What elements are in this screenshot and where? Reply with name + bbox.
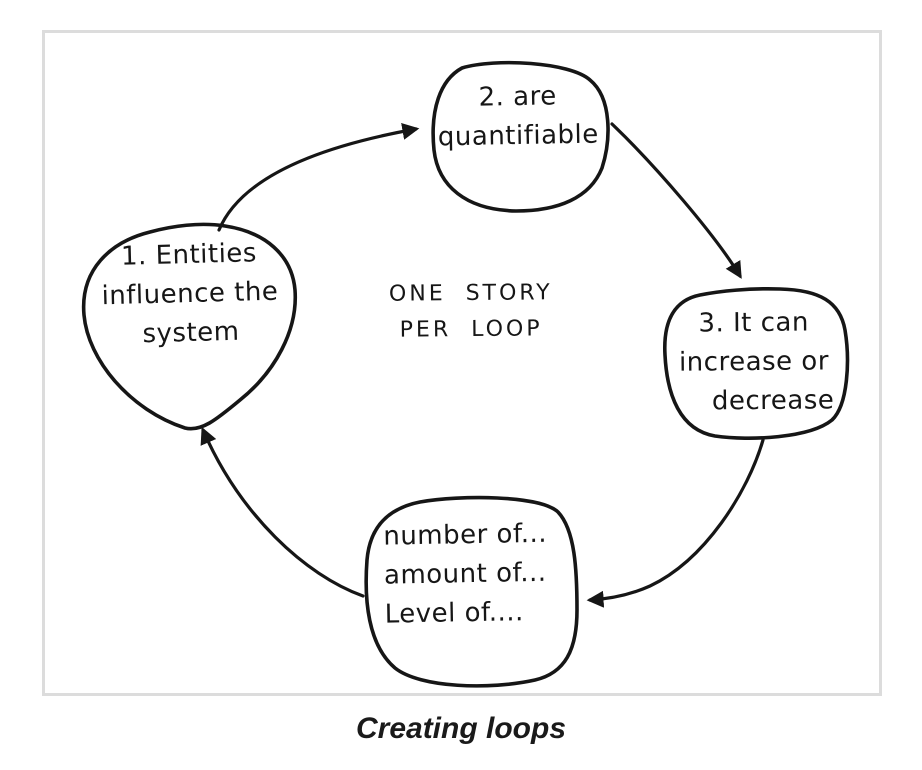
node-examples-shape	[364, 495, 579, 688]
node-label-line: increase or	[678, 346, 830, 378]
arrow-quantifiable-to-increase	[610, 122, 742, 279]
node-entities-shape	[81, 222, 298, 431]
node-quantifiable-shape	[431, 60, 610, 213]
center-annotation-line: PER LOOP	[399, 316, 543, 343]
node-label-line: amount of...	[383, 557, 547, 591]
node-label-line: decrease	[711, 385, 835, 417]
node-increase-label: 3. It can increase or decrease	[669, 303, 838, 421]
node-label-line: 3. It can	[698, 307, 809, 339]
figure-frame	[42, 30, 882, 696]
node-label-line: quantifiable	[437, 119, 600, 153]
center-annotation-line: ONE STORY	[388, 280, 553, 307]
node-entities-label: 1. Entities influence the system	[91, 233, 290, 355]
node-label-line: influence the	[101, 276, 279, 312]
node-label-line: system	[142, 316, 240, 350]
arrow-entities-to-quantifiable	[217, 123, 420, 232]
node-label-line: 1. Entities	[120, 238, 258, 272]
node-examples-label: number of... amount of... Level of....	[383, 514, 569, 634]
arrow-examples-to-entities	[200, 426, 365, 598]
node-quantifiable-label: 2. are quantifiable	[435, 77, 600, 158]
node-increase-shape	[663, 287, 850, 440]
figure-caption: Creating loops	[355, 712, 566, 745]
node-label-line: 2. are	[478, 81, 557, 113]
center-annotation: ONE STORY PER LOOP	[368, 275, 575, 348]
arrow-increase-to-examples	[586, 438, 765, 608]
node-label-line: Level of....	[384, 597, 525, 630]
node-label-line: number of...	[383, 518, 548, 552]
